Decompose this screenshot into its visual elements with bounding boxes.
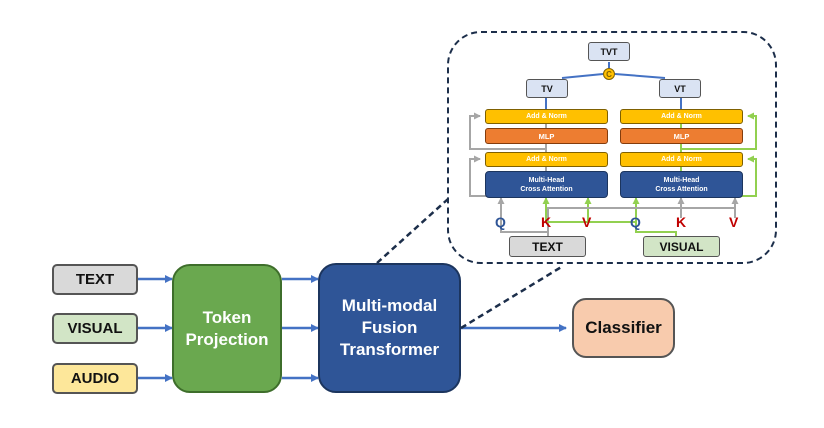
input-text-label: TEXT bbox=[75, 271, 115, 288]
token-projection-line2: Projection bbox=[185, 329, 269, 349]
tv-label: TV bbox=[541, 83, 553, 94]
left-add-norm-bottom-label: Add & Norm bbox=[526, 156, 567, 163]
detail-visual-input: VISUAL bbox=[643, 236, 720, 257]
classifier-block: Classifier bbox=[572, 298, 675, 358]
vt-label: VT bbox=[674, 83, 686, 94]
concat-icon: C bbox=[603, 68, 615, 80]
left-v-label: V bbox=[582, 214, 592, 230]
left-cross-attention: Multi-Head Cross Attention bbox=[485, 171, 608, 198]
left-cross-attention-line1: Multi-Head bbox=[528, 176, 565, 184]
input-visual-box: VISUAL bbox=[52, 313, 138, 344]
left-add-norm-top-label: Add & Norm bbox=[526, 113, 567, 120]
transformer-detail-panel bbox=[447, 31, 777, 264]
right-add-norm-top-label: Add & Norm bbox=[661, 113, 702, 120]
arrow-vt-to-concat bbox=[614, 73, 666, 79]
right-cross-attention: Multi-Head Cross Attention bbox=[620, 171, 743, 198]
token-projection-line1: Token bbox=[202, 307, 252, 327]
residual-left-upper bbox=[469, 112, 546, 150]
text-bus bbox=[500, 218, 549, 237]
right-cross-attention-line1: Multi-Head bbox=[663, 176, 700, 184]
residual-right-upper bbox=[681, 112, 757, 150]
fusion-transformer-block: Multi-modal Fusion Transformer bbox=[318, 263, 461, 393]
left-k-label: K bbox=[541, 214, 552, 230]
zoom-connector-upper bbox=[376, 198, 449, 264]
concat-symbol: C bbox=[606, 69, 612, 79]
left-cross-attention-line2: Cross Attention bbox=[520, 185, 573, 193]
fusion-transformer-line3: Transformer bbox=[339, 340, 440, 359]
token-projection-block: Token Projection bbox=[172, 264, 282, 393]
right-mlp-label: MLP bbox=[673, 131, 690, 141]
fusion-transformer-line2: Fusion bbox=[361, 318, 418, 337]
detail-visual-input-label: VISUAL bbox=[659, 239, 704, 254]
tvt-label: TVT bbox=[600, 46, 618, 57]
tvt-box: TVT bbox=[588, 42, 630, 61]
left-add-norm-bottom: Add & Norm bbox=[485, 152, 608, 167]
input-visual-label: VISUAL bbox=[67, 320, 123, 337]
right-k-label: K bbox=[676, 214, 687, 230]
right-add-norm-bottom: Add & Norm bbox=[620, 152, 743, 167]
left-mlp-label: MLP bbox=[538, 131, 555, 141]
input-audio-label: AUDIO bbox=[70, 370, 120, 387]
left-q-label: Q bbox=[495, 214, 506, 230]
right-q-label: Q bbox=[630, 214, 641, 230]
left-add-norm-top: Add & Norm bbox=[485, 109, 608, 124]
fusion-transformer-line1: Multi-modal bbox=[341, 296, 438, 315]
right-cross-attention-line2: Cross Attention bbox=[655, 185, 708, 193]
right-v-label: V bbox=[729, 214, 739, 230]
residual-right-lower bbox=[735, 155, 757, 197]
visual-bus bbox=[635, 218, 677, 237]
right-add-norm-top: Add & Norm bbox=[620, 109, 743, 124]
input-text-box: TEXT bbox=[52, 264, 138, 295]
right-add-norm-bottom-label: Add & Norm bbox=[661, 156, 702, 163]
tv-box: TV bbox=[526, 79, 568, 98]
classifier-label: Classifier bbox=[585, 318, 662, 337]
left-mlp: MLP bbox=[485, 128, 608, 144]
input-audio-box: AUDIO bbox=[52, 363, 138, 394]
right-mlp: MLP bbox=[620, 128, 743, 144]
detail-text-input: TEXT bbox=[509, 236, 586, 257]
zoom-connector-lower bbox=[460, 264, 564, 330]
detail-text-input-label: TEXT bbox=[532, 239, 563, 254]
arrow-tv-to-concat bbox=[561, 73, 604, 79]
vt-box: VT bbox=[659, 79, 701, 98]
